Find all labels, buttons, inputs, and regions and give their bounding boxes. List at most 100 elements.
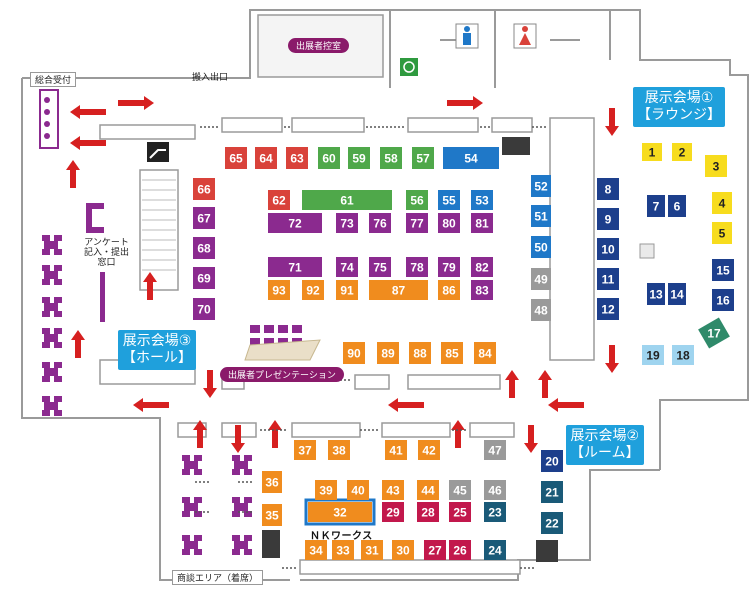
booth-34[interactable]: 34 — [305, 540, 327, 560]
booth-2[interactable]: 2 — [672, 143, 692, 161]
booth-51[interactable]: 51 — [531, 205, 551, 227]
booth-10[interactable]: 10 — [597, 238, 619, 260]
booth-76[interactable]: 76 — [369, 213, 391, 233]
booth-48[interactable]: 48 — [531, 299, 551, 321]
booth-43[interactable]: 43 — [382, 480, 404, 500]
booth-59[interactable]: 59 — [348, 147, 370, 169]
booth-44[interactable]: 44 — [417, 480, 439, 500]
booth-72[interactable]: 72 — [268, 213, 322, 233]
booth-36[interactable]: 36 — [262, 471, 282, 493]
booth-85[interactable]: 85 — [441, 342, 463, 364]
booth-1[interactable]: 1 — [642, 143, 662, 161]
booth-54[interactable]: 54 — [443, 147, 499, 169]
booth-86[interactable]: 86 — [438, 280, 460, 300]
booth-37[interactable]: 37 — [294, 440, 316, 460]
booth-84[interactable]: 84 — [474, 342, 496, 364]
booth-90[interactable]: 90 — [343, 342, 365, 364]
booth-68[interactable]: 68 — [193, 237, 215, 259]
booth-79[interactable]: 79 — [438, 257, 460, 277]
booth-19[interactable]: 19 — [642, 345, 664, 365]
booth-20[interactable]: 20 — [541, 450, 563, 472]
booth-75[interactable]: 75 — [369, 257, 391, 277]
venue-lounge-line1: 展示会場① — [644, 90, 714, 106]
booth-45[interactable]: 45 — [449, 480, 471, 500]
booth-26[interactable]: 26 — [449, 540, 471, 560]
booth-number: 4 — [719, 197, 726, 211]
booth-31[interactable]: 31 — [361, 540, 383, 560]
booth-29[interactable]: 29 — [382, 502, 404, 522]
booth-92[interactable]: 92 — [302, 280, 324, 300]
booth-39[interactable]: 39 — [315, 480, 337, 500]
booth-78[interactable]: 78 — [406, 257, 428, 277]
booth-41[interactable]: 41 — [385, 440, 407, 460]
booth-93[interactable]: 93 — [268, 280, 290, 300]
booth-61[interactable]: 61 — [302, 190, 392, 210]
booth-33[interactable]: 33 — [332, 540, 354, 560]
booth-5[interactable]: 5 — [712, 222, 732, 244]
booth-8[interactable]: 8 — [597, 178, 619, 200]
booth-66[interactable]: 66 — [193, 178, 215, 200]
booth-11[interactable]: 11 — [597, 268, 619, 290]
booth-27[interactable]: 27 — [424, 540, 446, 560]
booth-14[interactable]: 14 — [668, 283, 686, 305]
booth-47[interactable]: 47 — [484, 440, 506, 460]
booth-box — [380, 147, 402, 169]
booth-74[interactable]: 74 — [336, 257, 358, 277]
booth-32[interactable]: 32 — [308, 502, 372, 522]
booth-69[interactable]: 69 — [193, 267, 215, 289]
booth-40[interactable]: 40 — [347, 480, 369, 500]
booth-16[interactable]: 16 — [712, 289, 734, 311]
booth-64[interactable]: 64 — [255, 147, 277, 169]
booth-box — [193, 298, 215, 320]
booth-55[interactable]: 55 — [438, 190, 460, 210]
booth-50[interactable]: 50 — [531, 236, 551, 258]
booth-70[interactable]: 70 — [193, 298, 215, 320]
booth-22[interactable]: 22 — [541, 512, 563, 534]
booth-83[interactable]: 83 — [471, 280, 493, 300]
booth-25[interactable]: 25 — [449, 502, 471, 522]
booth-42[interactable]: 42 — [418, 440, 440, 460]
booth-52[interactable]: 52 — [531, 175, 551, 197]
booth-89[interactable]: 89 — [377, 342, 399, 364]
booth-18[interactable]: 18 — [672, 345, 694, 365]
booth-53[interactable]: 53 — [471, 190, 493, 210]
booth-38[interactable]: 38 — [328, 440, 350, 460]
booth-3[interactable]: 3 — [705, 155, 727, 177]
booth-71[interactable]: 71 — [268, 257, 322, 277]
booth-9[interactable]: 9 — [597, 208, 619, 230]
booth-49[interactable]: 49 — [531, 268, 551, 290]
booth-87[interactable]: 87 — [369, 280, 428, 300]
booth-56[interactable]: 56 — [406, 190, 428, 210]
booth-6[interactable]: 6 — [668, 195, 686, 217]
booth-23[interactable]: 23 — [484, 502, 506, 522]
booth-15[interactable]: 15 — [712, 259, 734, 281]
booth-24[interactable]: 24 — [484, 540, 506, 560]
booth-62[interactable]: 62 — [268, 190, 290, 210]
booth-60[interactable]: 60 — [318, 147, 340, 169]
booth-46[interactable]: 46 — [484, 480, 506, 500]
booth-4[interactable]: 4 — [712, 192, 732, 214]
booth-12[interactable]: 12 — [597, 298, 619, 320]
booth-65[interactable]: 65 — [225, 147, 247, 169]
booth-58[interactable]: 58 — [380, 147, 402, 169]
booth-7[interactable]: 7 — [647, 195, 665, 217]
booth-80[interactable]: 80 — [438, 213, 460, 233]
booth-17[interactable]: 17 — [698, 317, 730, 349]
booth-57[interactable]: 57 — [412, 147, 434, 169]
booth-13[interactable]: 13 — [647, 283, 665, 305]
booth-63[interactable]: 63 — [286, 147, 308, 169]
presentation-label: 出展者プレゼンテーション — [220, 367, 344, 382]
booth-number: 80 — [442, 217, 456, 231]
nk-works-highlight — [304, 498, 376, 526]
booth-73[interactable]: 73 — [336, 213, 358, 233]
booth-35[interactable]: 35 — [262, 504, 282, 526]
booth-21[interactable]: 21 — [541, 481, 563, 503]
booth-91[interactable]: 91 — [336, 280, 358, 300]
booth-67[interactable]: 67 — [193, 207, 215, 229]
booth-77[interactable]: 77 — [406, 213, 428, 233]
booth-30[interactable]: 30 — [392, 540, 414, 560]
booth-82[interactable]: 82 — [471, 257, 493, 277]
booth-81[interactable]: 81 — [471, 213, 493, 233]
booth-88[interactable]: 88 — [409, 342, 431, 364]
booth-28[interactable]: 28 — [417, 502, 439, 522]
